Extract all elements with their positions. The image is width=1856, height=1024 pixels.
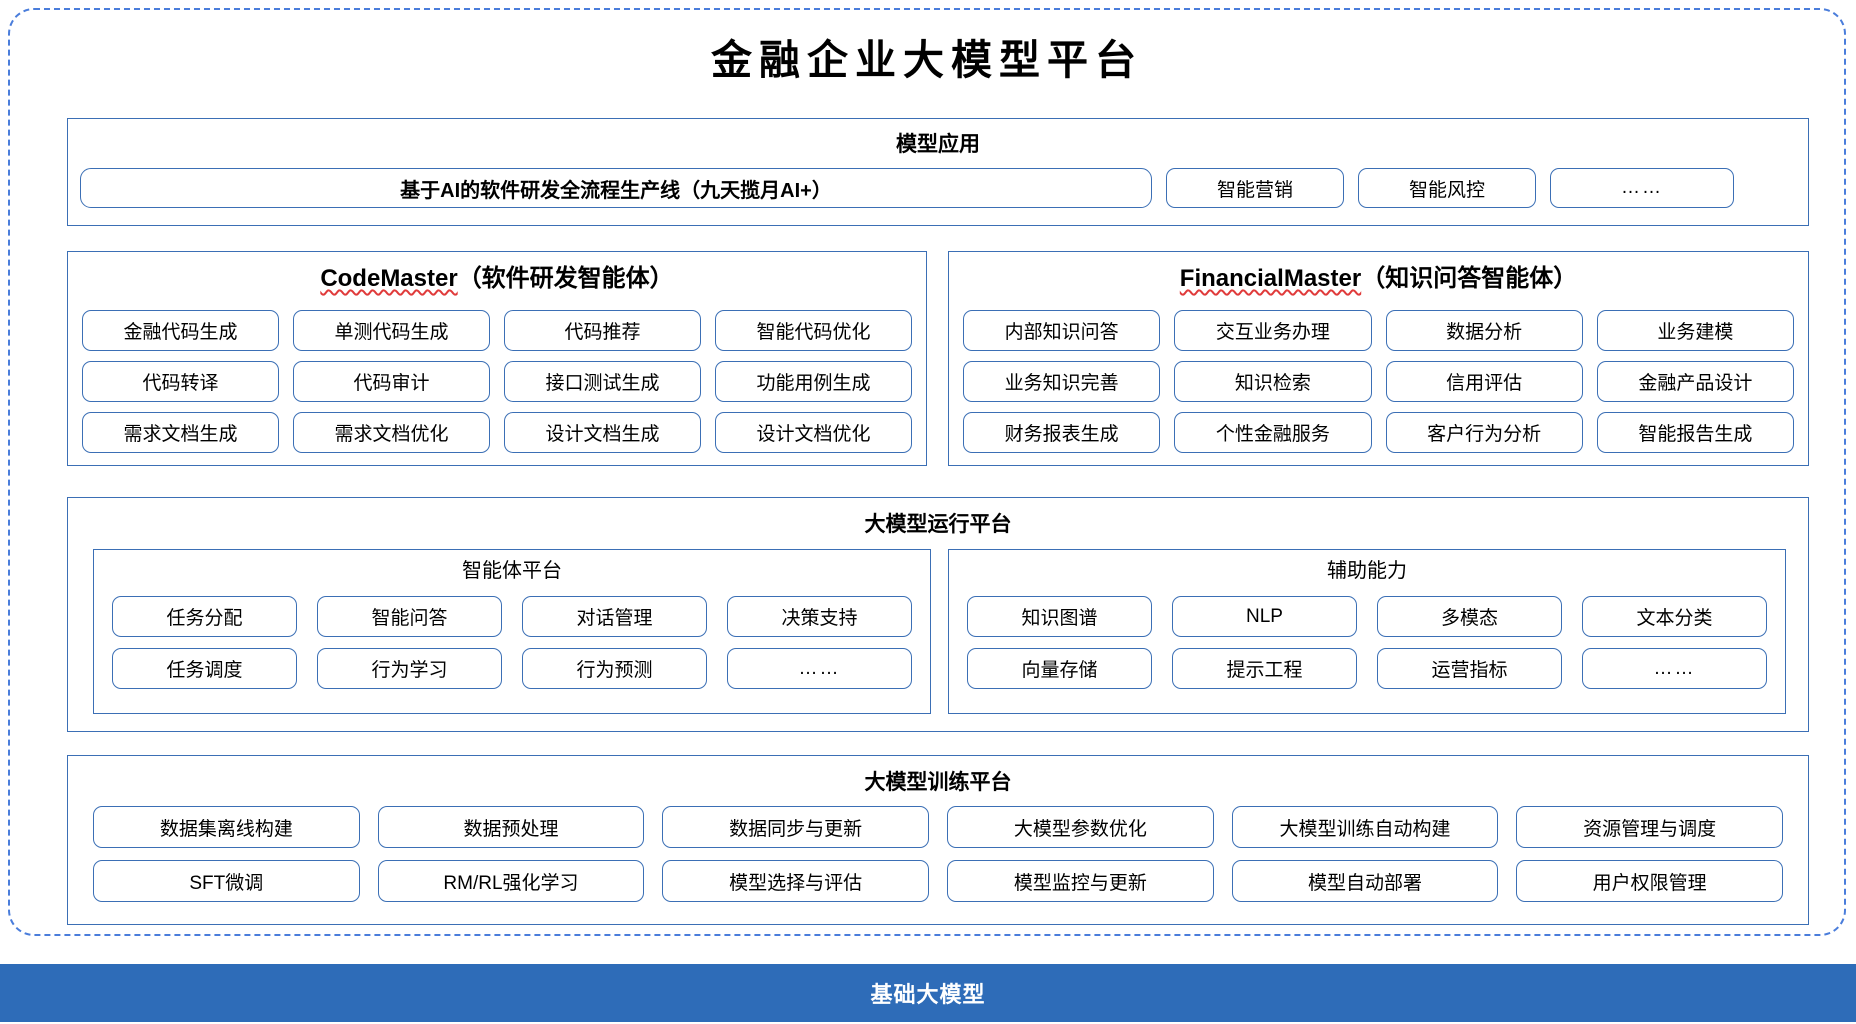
runtime-layer-panel: 大模型运行平台 智能体平台 任务分配 智能问答 对话管理 决策支持 任务调度 行… <box>67 497 1809 732</box>
auxiliary-item[interactable]: 文本分类 <box>1582 596 1767 637</box>
training-item[interactable]: 模型监控与更新 <box>946 860 1214 902</box>
agent-platform-item-more[interactable]: …… <box>727 648 912 689</box>
financialmaster-item[interactable]: 内部知识问答 <box>963 310 1161 351</box>
codemaster-item[interactable]: 单测代码生成 <box>293 310 490 351</box>
training-layer-panel: 大模型训练平台 数据集离线构建 数据预处理 数据同步与更新 大模型参数优化 大模… <box>67 755 1809 925</box>
training-item[interactable]: 数据预处理 <box>377 806 645 848</box>
financialmaster-name: FinancialMaster <box>1179 265 1362 292</box>
codemaster-item[interactable]: 智能代码优化 <box>715 310 912 351</box>
diagram-outer-frame: 金融企业大模型平台 模型应用 基于AI的软件研发全流程生产线（九天揽月AI+） … <box>8 8 1846 936</box>
training-item[interactable]: 大模型参数优化 <box>946 806 1214 848</box>
financialmaster-item[interactable]: 业务建模 <box>1596 310 1794 351</box>
codemaster-item[interactable]: 代码推荐 <box>504 310 701 351</box>
financialmaster-item[interactable]: 金融产品设计 <box>1596 361 1794 402</box>
application-layer-heading: 模型应用 <box>896 133 980 156</box>
financialmaster-item[interactable]: 交互业务办理 <box>1174 310 1372 351</box>
training-item[interactable]: RM/RL强化学习 <box>377 860 645 902</box>
financialmaster-item[interactable]: 业务知识完善 <box>963 361 1161 402</box>
financialmaster-panel: FinancialMaster（知识问答智能体） 内部知识问答 交互业务办理 数… <box>948 251 1809 466</box>
financialmaster-capability-grid: 内部知识问答 交互业务办理 数据分析 业务建模 业务知识完善 知识检索 信用评估… <box>963 310 1794 453</box>
training-item[interactable]: 资源管理与调度 <box>1516 806 1783 848</box>
codemaster-item[interactable]: 代码审计 <box>293 361 490 402</box>
auxiliary-capability-grid: 知识图谱 NLP 多模态 文本分类 向量存储 提示工程 运营指标 …… <box>967 596 1767 689</box>
training-item[interactable]: 数据同步与更新 <box>662 806 929 848</box>
agent-platform-grid: 任务分配 智能问答 对话管理 决策支持 任务调度 行为学习 行为预测 …… <box>112 596 912 689</box>
financialmaster-item[interactable]: 智能报告生成 <box>1596 412 1794 453</box>
agent-platform-item[interactable]: 智能问答 <box>317 596 502 637</box>
auxiliary-item-more[interactable]: …… <box>1582 648 1767 689</box>
auxiliary-item[interactable]: 知识图谱 <box>967 596 1152 637</box>
codemaster-item[interactable]: 接口测试生成 <box>504 361 701 402</box>
codemaster-item[interactable]: 需求文档优化 <box>293 412 490 453</box>
codemaster-item[interactable]: 代码转译 <box>82 361 279 402</box>
financialmaster-item[interactable]: 个性金融服务 <box>1174 412 1372 453</box>
financialmaster-suffix: （知识问答智能体） <box>1361 265 1578 292</box>
auxiliary-item[interactable]: 向量存储 <box>967 648 1152 689</box>
agent-platform-subpanel: 智能体平台 任务分配 智能问答 对话管理 决策支持 任务调度 行为学习 行为预测… <box>93 549 931 714</box>
training-item[interactable]: 模型自动部署 <box>1231 860 1499 902</box>
app-item-smart-marketing[interactable]: 智能营销 <box>1166 168 1344 208</box>
codemaster-item[interactable]: 需求文档生成 <box>82 412 279 453</box>
financialmaster-item[interactable]: 数据分析 <box>1385 310 1583 351</box>
agent-platform-item[interactable]: 行为预测 <box>522 648 707 689</box>
auxiliary-item[interactable]: NLP <box>1172 596 1357 637</box>
codemaster-panel: CodeMaster（软件研发智能体） 金融代码生成 单测代码生成 代码推荐 智… <box>67 251 927 466</box>
training-item[interactable]: 数据集离线构建 <box>93 806 360 848</box>
codemaster-item[interactable]: 设计文档生成 <box>504 412 701 453</box>
financialmaster-item[interactable]: 知识检索 <box>1174 361 1372 402</box>
codemaster-item[interactable]: 设计文档优化 <box>715 412 912 453</box>
auxiliary-capability-heading: 辅助能力 <box>1327 560 1407 582</box>
training-item[interactable]: 模型选择与评估 <box>662 860 929 902</box>
agent-platform-item[interactable]: 决策支持 <box>727 596 912 637</box>
training-layer-heading: 大模型训练平台 <box>864 771 1012 794</box>
agent-platform-item[interactable]: 任务调度 <box>112 648 297 689</box>
financialmaster-item[interactable]: 信用评估 <box>1385 361 1583 402</box>
page-title: 金融企业大模型平台 <box>711 36 1143 84</box>
auxiliary-item[interactable]: 运营指标 <box>1377 648 1562 689</box>
application-layer-panel: 模型应用 基于AI的软件研发全流程生产线（九天揽月AI+） 智能营销 智能风控 … <box>67 118 1809 226</box>
base-model-bar: 基础大模型 <box>0 964 1856 1022</box>
runtime-layer-heading: 大模型运行平台 <box>864 513 1012 536</box>
training-layer-grid: 数据集离线构建 数据预处理 数据同步与更新 大模型参数优化 大模型训练自动构建 … <box>93 806 1783 902</box>
codemaster-suffix: （软件研发智能体） <box>457 265 674 292</box>
auxiliary-item[interactable]: 提示工程 <box>1172 648 1357 689</box>
agent-platform-heading: 智能体平台 <box>462 560 562 582</box>
financialmaster-item[interactable]: 客户行为分析 <box>1385 412 1583 453</box>
agent-platform-item[interactable]: 对话管理 <box>522 596 707 637</box>
financialmaster-heading: FinancialMaster（知识问答智能体） <box>949 265 1808 292</box>
training-item[interactable]: 大模型训练自动构建 <box>1231 806 1499 848</box>
base-model-label: 基础大模型 <box>870 982 986 1007</box>
codemaster-capability-grid: 金融代码生成 单测代码生成 代码推荐 智能代码优化 代码转译 代码审计 接口测试… <box>82 310 912 453</box>
training-item[interactable]: SFT微调 <box>93 860 360 902</box>
agent-platform-item[interactable]: 行为学习 <box>317 648 502 689</box>
codemaster-name: CodeMaster <box>320 265 458 292</box>
app-item-ai-pipeline[interactable]: 基于AI的软件研发全流程生产线（九天揽月AI+） <box>80 168 1152 208</box>
codemaster-heading: CodeMaster（软件研发智能体） <box>68 265 926 292</box>
training-item[interactable]: 用户权限管理 <box>1516 860 1783 902</box>
agent-platform-item[interactable]: 任务分配 <box>112 596 297 637</box>
app-item-more[interactable]: …… <box>1550 168 1734 208</box>
financialmaster-item[interactable]: 财务报表生成 <box>963 412 1161 453</box>
app-item-smart-risk-control[interactable]: 智能风控 <box>1358 168 1536 208</box>
application-layer-items: 基于AI的软件研发全流程生产线（九天揽月AI+） 智能营销 智能风控 …… <box>80 168 1796 208</box>
codemaster-item[interactable]: 金融代码生成 <box>82 310 279 351</box>
codemaster-item[interactable]: 功能用例生成 <box>715 361 912 402</box>
auxiliary-capability-subpanel: 辅助能力 知识图谱 NLP 多模态 文本分类 向量存储 提示工程 运营指标 …… <box>948 549 1786 714</box>
auxiliary-item[interactable]: 多模态 <box>1377 596 1562 637</box>
